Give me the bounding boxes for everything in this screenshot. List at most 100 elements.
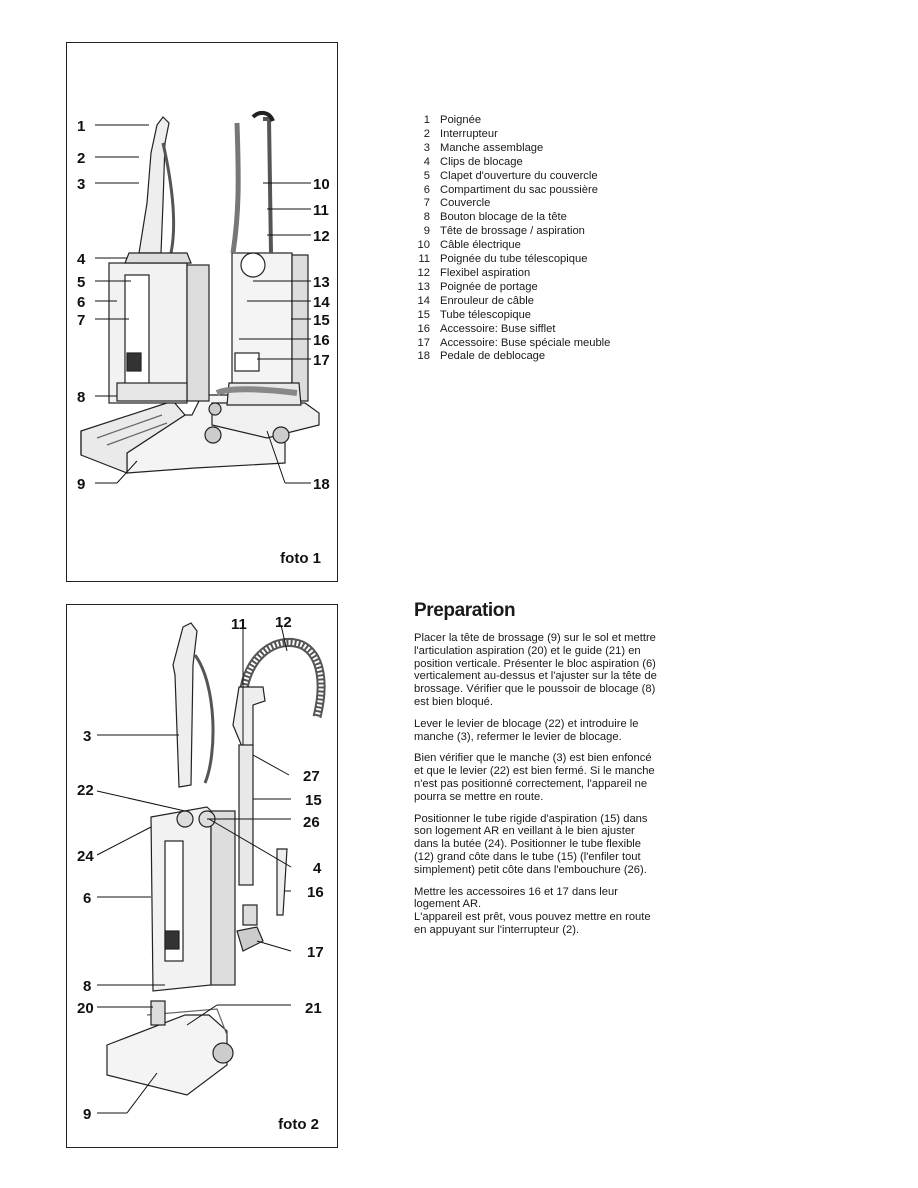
callout-5: 5 [77,274,85,291]
callout-27: 27 [303,768,320,785]
callout-12: 12 [313,228,330,245]
list-item: 14 Enrouleur de câble [412,295,712,309]
callout-8: 8 [83,978,91,995]
part-number: 16 [417,322,430,335]
callout-16: 16 [307,884,324,901]
callout-24: 24 [77,848,94,865]
callout-11: 11 [231,616,247,633]
list-item: 12 Flexibel aspiration [412,267,712,281]
instruction-paragraph: Lever le levier de blocage (22) et intro… [414,717,639,743]
part-label: Enrouleur de câble [440,294,534,307]
callout-16: 16 [313,332,330,349]
instruction-paragraph: Mettre les accessoires 16 et 17 dans leu… [414,885,618,911]
callout-9: 9 [83,1106,91,1123]
callout-12: 12 [275,614,292,631]
figure-1-caption: foto 1 [280,550,321,567]
part-label: Poignée du tube télescopique [440,253,588,266]
callout-2: 2 [77,150,85,167]
part-number: 10 [417,239,430,252]
part-label: Flexibel aspiration [440,266,531,279]
vacuum-illustration-front-and-back: 1 2 3 4 5 6 7 8 9 10 11 12 13 14 15 16 1… [77,110,330,493]
callout-4: 4 [77,251,86,268]
list-item: 5 Clapet d'ouverture du couvercle [412,170,712,184]
part-number: 14 [417,294,430,307]
preparation-section: Preparation Placer la tête de brossage (… [414,600,660,946]
part-number: 4 [423,155,430,168]
callout-11: 11 [313,202,329,219]
list-item: 2 Interrupteur [412,128,712,142]
callout-9: 9 [77,476,85,493]
list-item: 10 Câble électrique [412,239,712,253]
part-number: 9 [423,225,430,238]
callout-26: 26 [303,814,320,831]
part-label: Clapet d'ouverture du couvercle [440,169,598,182]
part-label: Compartiment du sac poussière [440,183,598,196]
callout-15: 15 [313,312,330,329]
figure-2: 11 12 3 27 22 15 26 24 4 6 16 17 8 20 21… [66,604,338,1148]
part-number: 6 [423,183,430,196]
part-label: Interrupteur [440,127,498,140]
callout-13: 13 [313,274,330,291]
part-number: 11 [418,253,430,266]
part-label: Accessoire: Buse sifflet [440,322,556,335]
callout-7: 7 [77,312,85,329]
list-item: 7 Couvercle [412,197,712,211]
list-item: 6 Compartiment du sac poussière [412,184,712,198]
callout-1: 1 [77,118,85,135]
list-item: 8 Bouton blocage de la tête [412,211,712,225]
part-number: 8 [423,211,430,224]
instruction-paragraph: Bien vérifier que le manche (3) est bien… [414,752,655,803]
part-label: Manche assemblage [440,141,544,154]
instruction-paragraph: Placer la tête de brossage (9) sur le so… [414,632,657,708]
callout-3: 3 [83,728,91,745]
part-label: Bouton blocage de la tête [440,211,567,224]
part-label: Câble électrique [440,239,521,252]
callout-22: 22 [77,782,94,799]
part-number: 12 [417,266,430,279]
list-item: 9 Tête de brossage / aspiration [412,225,712,239]
list-item: 1 Poignée [412,114,712,128]
part-label: Tube télescopique [440,308,532,321]
callout-18: 18 [313,476,330,493]
callout-21: 21 [305,1000,322,1017]
list-item: 15 Tube télescopique [412,309,712,323]
instruction-paragraph: Positionner le tube rigide d'aspiration … [414,812,648,876]
section-title: Preparation [414,600,516,621]
list-item: 16 Accessoire: Buse sifflet [412,323,712,337]
part-number: 15 [417,308,430,321]
part-number: 18 [417,350,430,363]
callout-17: 17 [313,352,330,369]
callout-4: 4 [313,860,322,877]
callout-3: 3 [77,176,85,193]
callout-14: 14 [313,294,330,311]
figure-2-caption: foto 2 [278,1116,319,1133]
part-number: 1 [423,114,430,126]
part-number: 17 [417,336,430,349]
part-label: Clips de blocage [440,155,523,168]
list-item: 17 Accessoire: Buse spéciale meuble [412,337,712,351]
part-label: Tête de brossage / aspiration [440,225,585,238]
part-label: Poignée [440,114,482,126]
part-label: Pedale de deblocage [440,350,546,363]
vacuum-assembly-illustration: 11 12 3 27 22 15 26 24 4 6 16 17 8 20 21… [77,614,326,1123]
part-label: Poignée de portage [440,280,538,293]
part-label: Accessoire: Buse spéciale meuble [440,336,611,349]
callout-6: 6 [77,294,85,311]
list-item: 11 Poignée du tube télescopique [412,253,712,267]
part-number: 7 [423,197,430,210]
callout-15: 15 [305,792,322,809]
part-label: Couvercle [440,197,491,210]
list-item: 4 Clips de blocage [412,156,712,170]
part-number: 2 [423,127,430,140]
figure-1: 1 2 3 4 5 6 7 8 9 10 11 12 13 14 15 16 1… [66,42,338,582]
callout-10: 10 [313,176,330,193]
callout-6: 6 [83,890,91,907]
part-number: 5 [423,169,430,182]
instruction-paragraph: L'appareil est prêt, vous pouvez mettre … [414,911,651,936]
list-item: 18 Pedale de deblocage [412,350,712,364]
callout-8: 8 [77,389,85,406]
part-number: 13 [417,280,430,293]
callout-20: 20 [77,1000,94,1017]
